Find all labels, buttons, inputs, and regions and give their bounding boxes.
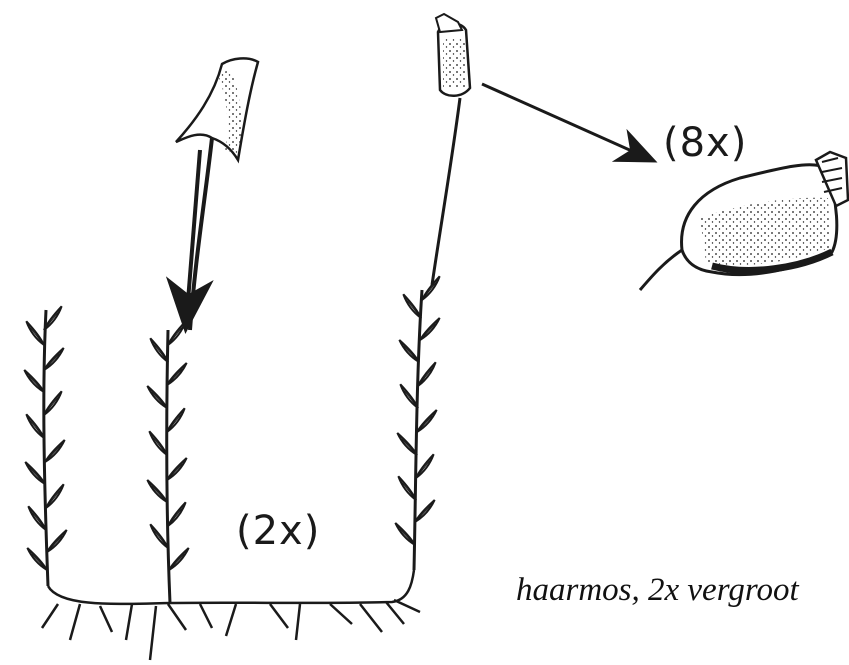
capsule-magnification-label: (8x)	[663, 120, 747, 166]
arrow-to-capsule-detail	[482, 84, 652, 160]
rhizome	[42, 570, 420, 660]
left-shoot	[20, 306, 72, 586]
right-shoot	[391, 14, 470, 570]
capsule-detail	[640, 152, 848, 290]
plant-magnification-label: (2x)	[236, 508, 320, 554]
figure-caption: haarmos, 2x vergroot	[516, 572, 799, 609]
